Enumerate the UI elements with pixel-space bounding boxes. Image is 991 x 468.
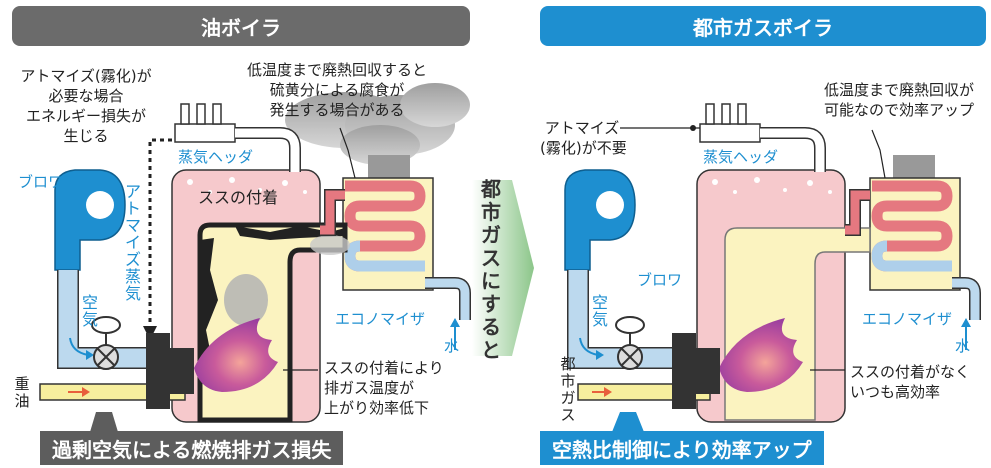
oil-smoke-cloud bbox=[285, 83, 470, 165]
oil-blower bbox=[54, 169, 126, 271]
oil-atomize-note: アトマイズ(霧化)が 必要な場合 エネルギー損失が 生じる bbox=[20, 67, 152, 145]
oil-steam-header-label: 蒸気ヘッダ bbox=[178, 148, 254, 166]
oil-soot-effect-note: ススの付着により 排ガス温度が 上がり効率低下 bbox=[324, 359, 444, 417]
gas-blower bbox=[564, 169, 636, 271]
gas-atomize-note: アトマイズ (霧化)が不要 bbox=[540, 119, 627, 157]
gas-recovery-note: 低温度まで廃熱回収が 可能なので効率アップ bbox=[823, 81, 974, 119]
gas-steam-header-label: 蒸気ヘッダ bbox=[703, 148, 779, 166]
oil-steam-bubbles bbox=[187, 177, 307, 194]
oil-loss-banner: 過剰空気による燃焼排ガス損失 bbox=[40, 431, 344, 465]
oil-banner-pointer bbox=[90, 412, 118, 432]
oil-boiler-header: 油ボイラ bbox=[12, 6, 470, 46]
oil-flame bbox=[194, 318, 278, 392]
oil-burner-plate bbox=[146, 333, 170, 409]
gas-burner-plate bbox=[672, 333, 696, 409]
oil-steam-header bbox=[174, 123, 236, 143]
gas-boiler-drawing bbox=[564, 103, 981, 432]
oil-water-label: 水 bbox=[444, 337, 460, 355]
oil-burner bbox=[170, 348, 194, 394]
gas-steam-bubbles bbox=[712, 177, 832, 194]
oil-flue-smoke bbox=[224, 274, 268, 326]
transition-label: 都市ガスにすると bbox=[481, 177, 501, 362]
gas-water-label: 水 bbox=[955, 337, 971, 355]
oil-atomize-steam-label: アトマイズ蒸気 bbox=[124, 182, 141, 303]
oil-air-label: 空気 bbox=[81, 293, 98, 329]
oil-corrosion-note: 低温度まで廃熱回収すると 硫黄分による腐食が 発生する場合がある bbox=[246, 61, 427, 119]
gas-flame bbox=[719, 318, 803, 392]
gas-efficiency-banner: 空熱比制御により効率アップ bbox=[540, 431, 824, 465]
oil-water-pipe bbox=[425, 277, 471, 320]
oil-soot-label: ススの付着 bbox=[198, 188, 279, 207]
gas-no-soot-note: ススの付着がなく いつも高効率 bbox=[850, 363, 971, 401]
gas-banner-pointer bbox=[612, 412, 644, 432]
transition-arrow-shape bbox=[472, 180, 534, 356]
gas-burner bbox=[696, 348, 720, 394]
gas-valve bbox=[615, 316, 645, 370]
oil-boiler-drawing bbox=[39, 83, 471, 432]
gas-steam-header bbox=[699, 123, 761, 143]
gas-air-label: 空気 bbox=[591, 293, 608, 329]
oil-valve bbox=[91, 316, 121, 370]
gas-city-gas-label: 都市ガス bbox=[560, 355, 576, 424]
gas-economizer-label: エコノマイザ bbox=[862, 310, 953, 328]
oil-economizer-label: エコノマイザ bbox=[335, 310, 426, 328]
gas-blower-label: ブロワ bbox=[637, 271, 683, 289]
oil-heavy-oil-label: 重油 bbox=[14, 375, 30, 410]
oil-atomize-dotted-line bbox=[148, 138, 172, 330]
oil-blower-label: ブロワ bbox=[18, 173, 64, 191]
gas-boiler-header: 都市ガスボイラ bbox=[540, 6, 986, 46]
